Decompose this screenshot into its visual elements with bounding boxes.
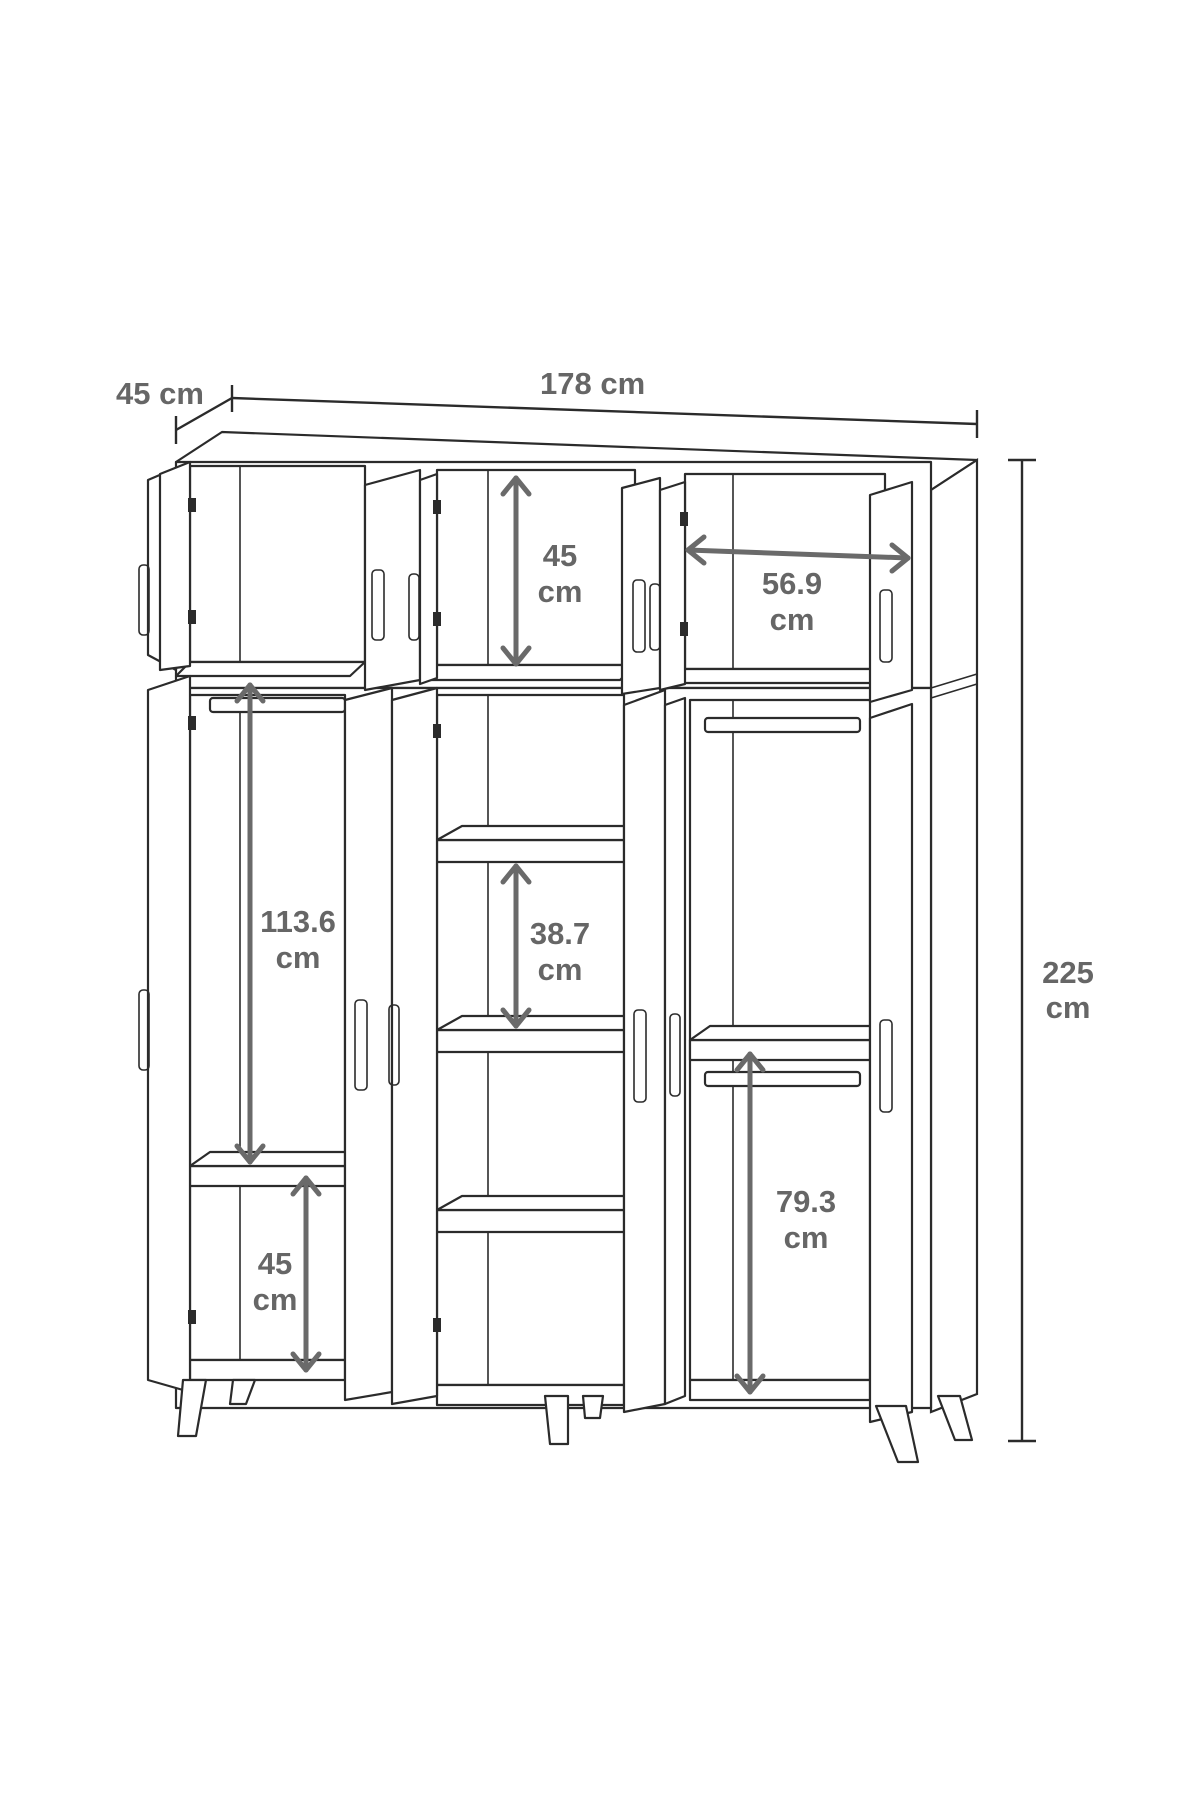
height-label-value: 225 xyxy=(1042,955,1094,990)
handles xyxy=(138,564,893,1113)
width-label: 178 cm xyxy=(540,366,645,401)
top-compartment-label-unit: cm xyxy=(538,574,583,609)
left-hanging-label-value: 113.6 xyxy=(260,904,336,939)
overall-dimension-lines xyxy=(174,385,1036,1443)
hinges xyxy=(188,498,688,1332)
right-hanging-label-unit: cm xyxy=(784,1220,829,1255)
left-hanging-label-unit: cm xyxy=(276,940,321,975)
middle-shelf-label-unit: cm xyxy=(538,952,583,987)
legs xyxy=(176,1378,974,1464)
middle-shelf-label-value: 38.7 xyxy=(530,916,590,951)
top-compartment-label-value: 45 xyxy=(543,538,577,573)
interior-dimension-arrows xyxy=(234,475,911,1395)
wardrobe-body xyxy=(174,430,979,1414)
top-right-width-label-unit: cm xyxy=(770,602,815,637)
height-label-unit: cm xyxy=(1046,990,1091,1025)
left-bottom-label-unit: cm xyxy=(253,1282,298,1317)
dimension-labels: 45 cm 178 cm 225 cm 45 cm 56.9 cm 113.6 … xyxy=(116,366,1094,1317)
left-bottom-label-value: 45 xyxy=(258,1246,292,1281)
top-right-width-label-value: 56.9 xyxy=(762,566,822,601)
depth-label: 45 cm xyxy=(116,376,204,411)
right-hanging-label-value: 79.3 xyxy=(776,1184,836,1219)
